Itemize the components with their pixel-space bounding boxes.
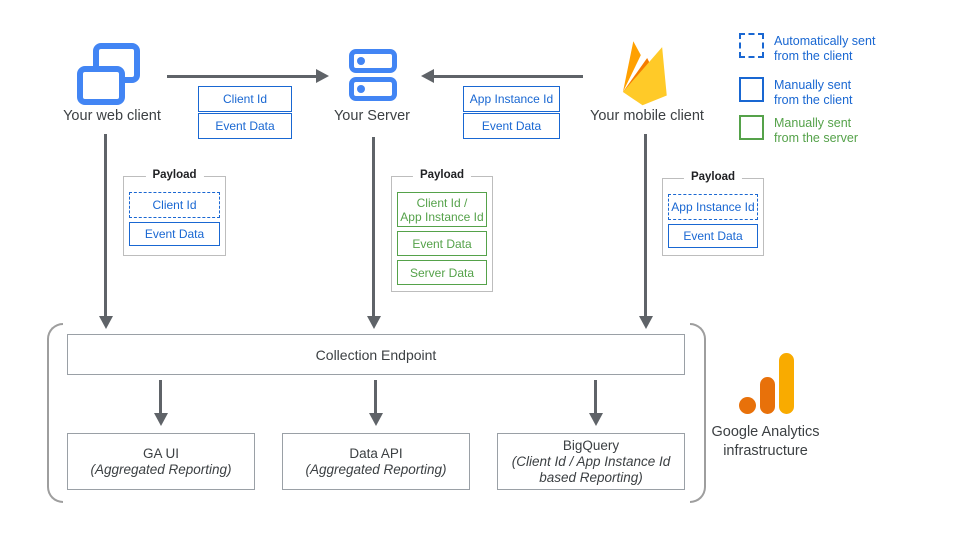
web-client-icon-front-window bbox=[77, 66, 125, 105]
ga-logo-tall-bar bbox=[779, 353, 794, 414]
mobile-client-label: Your mobile client bbox=[590, 108, 704, 124]
payload-item-event-data: Event Data bbox=[129, 222, 220, 246]
arrow-line bbox=[374, 380, 377, 415]
arrowhead-down-icon bbox=[98, 316, 113, 329]
legend-label-auto-client: Automatically sent from the client bbox=[774, 34, 876, 63]
arrowhead-down-icon bbox=[368, 413, 383, 426]
arrow-line bbox=[104, 134, 107, 318]
infrastructure-caption: Google Analytics infrastructure bbox=[711, 424, 820, 459]
ga-ui-title: GA UI bbox=[142, 445, 179, 461]
bigquery-box: BigQuery (Client Id / App Instance Id ba… bbox=[497, 433, 685, 490]
infrastructure-bracket-left bbox=[47, 323, 63, 503]
arrowhead-down-icon bbox=[366, 316, 381, 329]
tag-event-data: Event Data bbox=[463, 113, 560, 139]
arrow-line bbox=[594, 380, 597, 415]
tag-app-instance-id: App Instance Id bbox=[463, 86, 560, 112]
payload-item-server-data: Server Data bbox=[397, 260, 487, 285]
infrastructure-bracket-right bbox=[690, 323, 706, 503]
server-icon-unit-top bbox=[349, 49, 397, 73]
payload-item-event-data: Event Data bbox=[668, 224, 758, 248]
bigquery-subtitle: (Client Id / App Instance Id based Repor… bbox=[511, 453, 671, 485]
payload-server: Payload Client Id / App Instance Id Even… bbox=[391, 169, 493, 292]
collection-endpoint-label: Collection Endpoint bbox=[315, 346, 437, 363]
arrowhead-down-icon bbox=[153, 413, 168, 426]
arrow-line bbox=[167, 75, 317, 78]
arrow-line bbox=[433, 75, 583, 78]
ga-logo-dot bbox=[739, 397, 756, 414]
payload-item-event-data: Event Data bbox=[397, 231, 487, 256]
arrowhead-down-icon bbox=[638, 316, 653, 329]
legend-label-manual-client: Manually sent from the client bbox=[774, 78, 853, 107]
bigquery-title: BigQuery bbox=[562, 437, 620, 453]
legend-swatch-auto-client bbox=[739, 33, 764, 58]
legend-swatch-manual-server bbox=[739, 115, 764, 140]
server-icon-dot-bottom bbox=[357, 85, 365, 93]
payload-mobile-client: Payload App Instance Id Event Data bbox=[662, 171, 764, 256]
arrowhead-left-icon bbox=[421, 69, 434, 83]
server-icon-dot-top bbox=[357, 57, 365, 65]
arrow-line bbox=[159, 380, 162, 415]
payload-title: Payload bbox=[145, 169, 204, 181]
data-api-subtitle: (Aggregated Reporting) bbox=[305, 461, 447, 477]
ga-ui-subtitle: (Aggregated Reporting) bbox=[90, 461, 232, 477]
arrowhead-down-icon bbox=[588, 413, 603, 426]
payload-item-app-instance-id: App Instance Id bbox=[668, 194, 758, 220]
web-client-label: Your web client bbox=[63, 108, 161, 124]
collection-endpoint-box: Collection Endpoint bbox=[67, 334, 685, 375]
legend-swatch-manual-client bbox=[739, 77, 764, 102]
legend-label-manual-server: Manually sent from the server bbox=[774, 116, 859, 145]
data-api-title: Data API bbox=[349, 445, 403, 461]
payload-item-client-or-app-instance-id: Client Id / App Instance Id bbox=[397, 192, 487, 227]
payload-title: Payload bbox=[683, 171, 743, 183]
firebase-flame-icon bbox=[622, 41, 667, 106]
payload-item-client-id: Client Id bbox=[129, 192, 220, 218]
tag-event-data: Event Data bbox=[198, 113, 292, 139]
arrow-line bbox=[372, 137, 375, 318]
tag-client-id: Client Id bbox=[198, 86, 292, 112]
data-api-box: Data API (Aggregated Reporting) bbox=[282, 433, 470, 490]
ga-logo-mid-bar bbox=[760, 377, 775, 414]
payload-web-client: Payload Client Id Event Data bbox=[123, 169, 226, 256]
payload-title: Payload bbox=[412, 169, 472, 181]
ga-ui-box: GA UI (Aggregated Reporting) bbox=[67, 433, 255, 490]
arrow-line bbox=[644, 134, 647, 318]
server-label: Your Server bbox=[333, 108, 411, 124]
arrowhead-right-icon bbox=[316, 69, 329, 83]
